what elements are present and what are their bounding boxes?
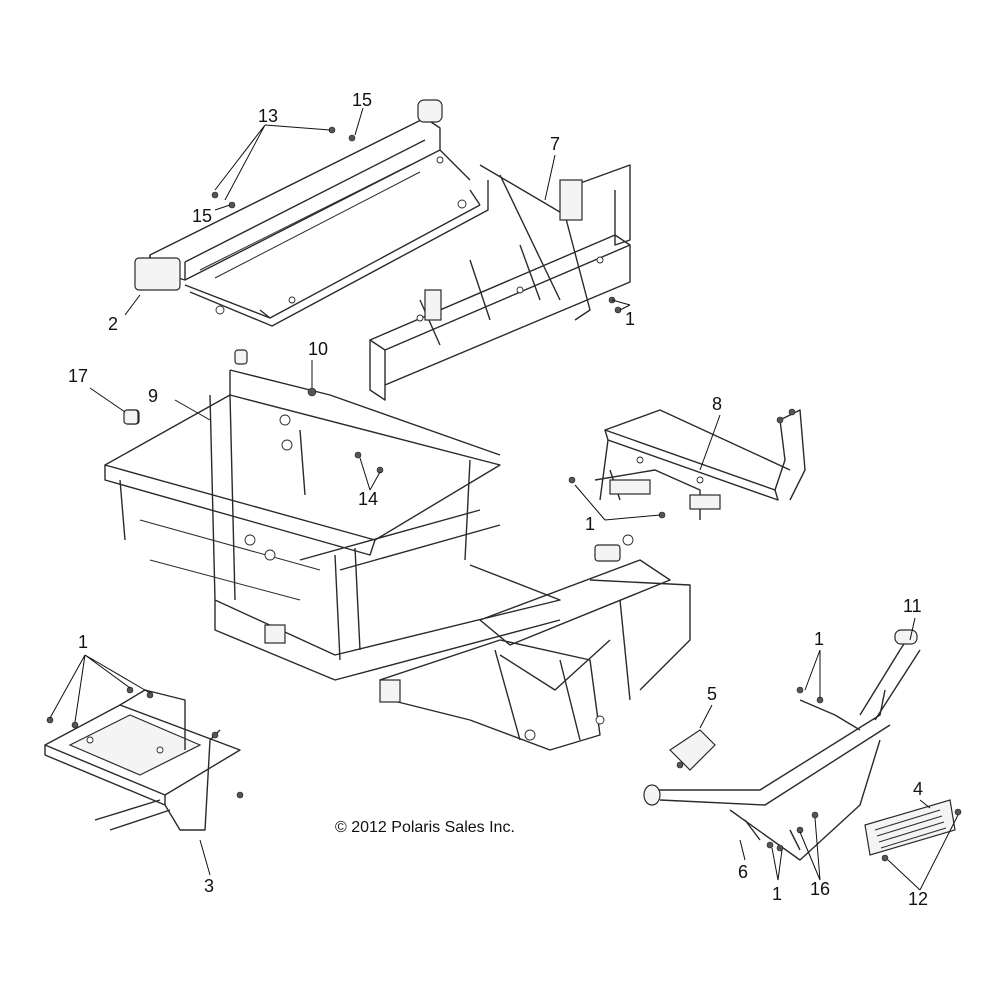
callout-1-rear: 1 — [625, 309, 635, 329]
part-5-bracket — [669, 729, 716, 771]
callout-10: 10 — [308, 339, 328, 359]
callout-7: 7 — [550, 134, 560, 154]
callout-5: 5 — [707, 684, 717, 704]
part-6-front-bumper — [643, 629, 921, 861]
callout-3: 3 — [204, 876, 214, 896]
loose-hardware — [123, 126, 666, 519]
front-frame-section — [264, 534, 691, 751]
callout-15-left: 15 — [192, 206, 212, 226]
part-2-upper-frame — [134, 99, 489, 327]
leader-lines — [49, 107, 959, 891]
callout-16: 16 — [810, 879, 830, 899]
part-7-rear-crossframe — [369, 164, 631, 401]
callout-13: 13 — [258, 106, 278, 126]
callout-1-bumper-bottom: 1 — [772, 884, 782, 904]
callout-8: 8 — [712, 394, 722, 414]
callout-15-top: 15 — [352, 90, 372, 110]
copyright-text: © 2012 Polaris Sales Inc. — [335, 819, 515, 836]
callout-9: 9 — [148, 386, 158, 406]
callout-17: 17 — [68, 366, 88, 386]
callout-1-left: 1 — [78, 632, 88, 652]
callout-2: 2 — [108, 314, 118, 334]
part-4-grille — [864, 799, 962, 862]
callout-6: 6 — [738, 862, 748, 882]
callout-4: 4 — [913, 779, 923, 799]
callout-12: 12 — [908, 889, 928, 909]
part-14-nut-a — [354, 451, 362, 459]
part-9-main-chassis — [104, 349, 561, 681]
callout-labels: 13 15 15 2 7 1 10 17 9 14 8 1 1 3 5 11 1… — [68, 90, 928, 909]
callout-1-mid: 1 — [585, 514, 595, 534]
part-17-cap — [123, 409, 139, 425]
part-3-front-lower-bracket — [44, 686, 244, 831]
part-10-nut — [307, 387, 317, 397]
callout-11: 11 — [903, 596, 922, 616]
callout-1-bumper-top: 1 — [814, 629, 824, 649]
part-8-front-upper-frame — [594, 408, 806, 520]
callout-14: 14 — [358, 489, 378, 509]
